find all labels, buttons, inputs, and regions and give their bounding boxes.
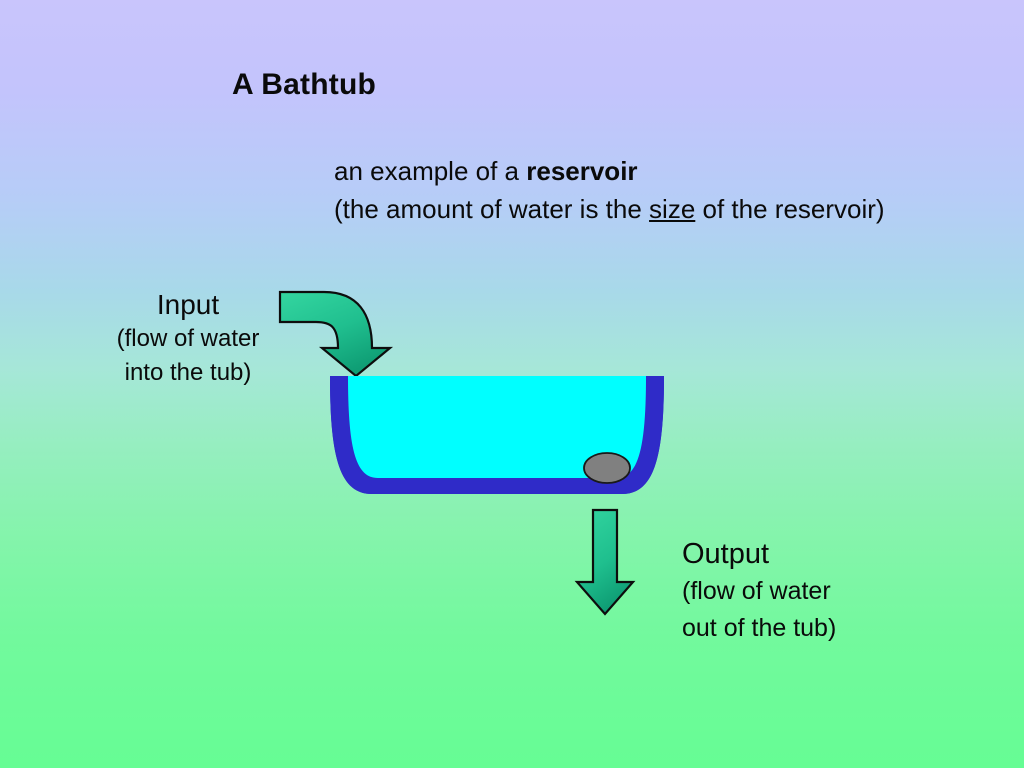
output-label-line-2: (flow of water: [682, 577, 831, 605]
subtitle-line-1: an example of a reservoir: [334, 152, 885, 190]
subtitle-line-2-keyword: size: [649, 194, 696, 224]
bathtub-graphic: [330, 376, 664, 494]
output-label-line-3: out of the tub): [682, 614, 837, 642]
input-flow-arrow-icon: [278, 290, 394, 378]
output-label-lead: Output: [682, 538, 770, 570]
output-flow-arrow-icon: [574, 508, 636, 616]
input-label-lead: Input: [156, 289, 220, 320]
input-label-line-2: (flow of water: [116, 325, 260, 352]
page-title: A Bathtub: [232, 68, 376, 101]
drain-plug-icon: [583, 452, 631, 484]
water-fill: [338, 376, 656, 484]
subtitle-line-1-prefix: an example of a: [334, 156, 527, 186]
output-label-block: Output (flow of water out of the tub): [682, 536, 836, 647]
tub-wall-outline: [330, 376, 664, 494]
subtitle-line-2-suffix: of the reservoir): [695, 194, 885, 224]
subtitle-line-1-keyword: reservoir: [526, 156, 638, 186]
input-label-block: Input (flow of water into the tub): [88, 288, 288, 390]
subtitle-block: an example of a reservoir (the amount of…: [334, 152, 885, 228]
subtitle-line-2-prefix: (the amount of water is the: [334, 194, 650, 224]
input-label-line-3: into the tub): [124, 359, 252, 386]
subtitle-line-2: (the amount of water is the size of the …: [334, 190, 885, 228]
